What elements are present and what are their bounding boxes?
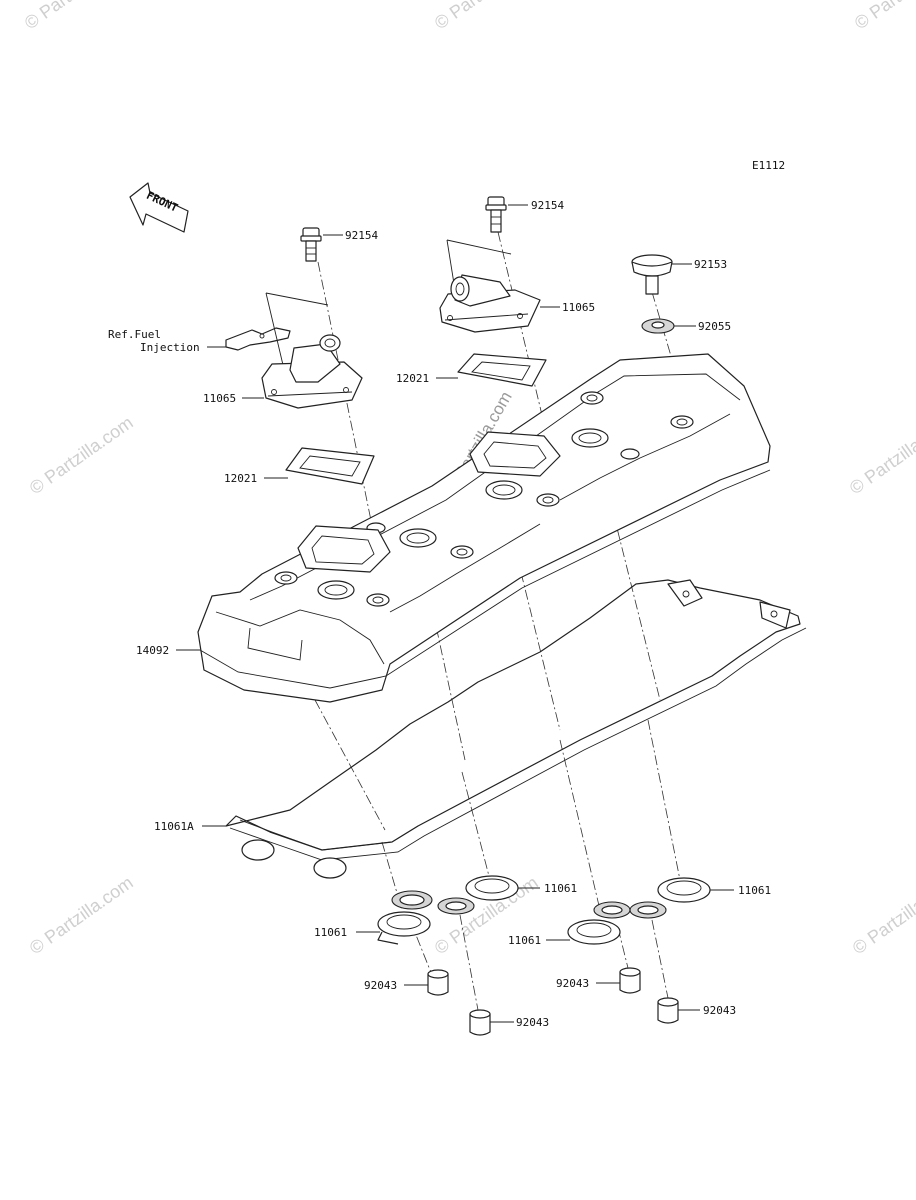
watermark: © Partzilla.com <box>846 412 916 498</box>
ref-fuel-injection-note: Ref.Fuel Injection <box>108 327 291 354</box>
plug-gasket-d-icon <box>657 877 711 903</box>
part-label: 11061 <box>544 882 577 895</box>
part-label: 11061 <box>738 884 771 897</box>
bolt-left-icon <box>300 227 322 262</box>
plate-right-icon <box>457 353 547 387</box>
plug-gasket-a-icon <box>377 911 431 945</box>
part-label: 92043 <box>703 1004 736 1017</box>
watermark: © Partzilla.com <box>26 412 137 498</box>
part-label: 92043 <box>516 1016 549 1029</box>
ref-note-line1: Ref.Fuel <box>108 328 161 341</box>
breather-right-icon <box>439 274 541 333</box>
part-label: 12021 <box>224 472 257 485</box>
cylinder-head-cover-icon <box>197 353 771 703</box>
part-label: 12021 <box>396 372 429 385</box>
watermark: © Partzilla.com <box>431 0 542 33</box>
plug-gasket-c3-icon <box>629 901 667 919</box>
part-label: 11061A <box>154 820 194 833</box>
watermark: © Partzilla.com <box>849 872 916 958</box>
plug-gasket-c-icon <box>567 919 621 945</box>
part-label: 92154 <box>531 199 564 212</box>
breather-left-icon <box>261 334 363 409</box>
part-label: 92043 <box>364 979 397 992</box>
bolt-cap-icon <box>631 254 673 295</box>
ref-note-line2: Injection <box>140 341 200 354</box>
plug-gasket-a3-icon <box>437 897 475 915</box>
part-label: 11065 <box>203 392 236 405</box>
collar-c-icon <box>619 967 641 994</box>
plate-left-icon <box>285 447 375 485</box>
bolt-right-icon <box>485 196 507 233</box>
plug-gasket-a2-icon <box>391 890 433 910</box>
plug-gasket-c2-icon <box>593 901 631 919</box>
collar-a-icon <box>427 969 449 996</box>
centerlines <box>265 231 691 1011</box>
washer-icon <box>641 318 675 334</box>
watermark: © Partzilla.com <box>26 872 137 958</box>
collar-d-icon <box>657 997 679 1024</box>
part-label: 11065 <box>562 301 595 314</box>
plug-gasket-b-icon <box>465 875 519 901</box>
part-label: 92055 <box>698 320 731 333</box>
part-label: 92153 <box>694 258 727 271</box>
watermark: © Partzilla.com <box>21 0 132 33</box>
part-label: 92154 <box>345 229 378 242</box>
head-cover-gasket-icon <box>225 579 807 879</box>
part-label: 11061 <box>508 934 541 947</box>
part-label: 14092 <box>136 644 169 657</box>
diagram-code: E1112 <box>752 159 785 172</box>
part-label: 92043 <box>556 977 589 990</box>
part-label: 11061 <box>314 926 347 939</box>
watermark: © Partzilla.com <box>851 0 916 33</box>
collar-b-icon <box>469 1009 491 1036</box>
front-arrow: FRONT <box>129 182 189 233</box>
